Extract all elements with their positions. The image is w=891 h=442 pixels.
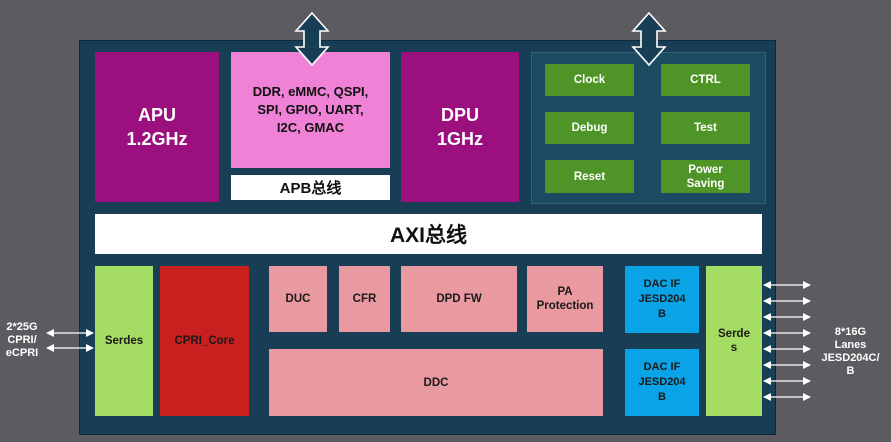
- pa-protection-block: PA Protection: [527, 266, 603, 332]
- debug-block: Debug: [545, 112, 634, 144]
- axi-bus: AXI总线: [95, 214, 762, 254]
- serdes-right: Serde s: [706, 266, 762, 416]
- dac-if-top: DAC IF JESD204 B: [625, 266, 699, 333]
- power-saving-block: Power Saving: [661, 160, 750, 193]
- ddc-block: DDC: [269, 349, 603, 416]
- peripheral-bus-arrow: [294, 11, 330, 67]
- test-block: Test: [661, 112, 750, 144]
- apb-bus: APB总线: [231, 175, 390, 200]
- control-bus-arrow: [631, 11, 667, 67]
- left-interface-label: 2*25G CPRI/ eCPRI: [5, 320, 39, 359]
- clock-block: Clock: [545, 64, 634, 96]
- peripherals-block: DDR, eMMC, QSPI, SPI, GPIO, UART, I2C, G…: [231, 52, 390, 168]
- ctrl-block: CTRL: [661, 64, 750, 96]
- apu-block: APU 1.2GHz: [95, 52, 219, 202]
- duc-block: DUC: [269, 266, 327, 332]
- cfr-block: CFR: [339, 266, 390, 332]
- serdes-left: Serdes: [95, 266, 153, 416]
- reset-block: Reset: [545, 160, 634, 193]
- cpri-core-block: CPRI_Core: [160, 266, 249, 416]
- dac-if-bottom: DAC IF JESD204 B: [625, 349, 699, 416]
- right-interface-label: 8*16G Lanes JESD204C/ B: [821, 326, 880, 377]
- dpu-block: DPU 1GHz: [401, 52, 519, 202]
- dpd-fw-block: DPD FW: [401, 266, 517, 332]
